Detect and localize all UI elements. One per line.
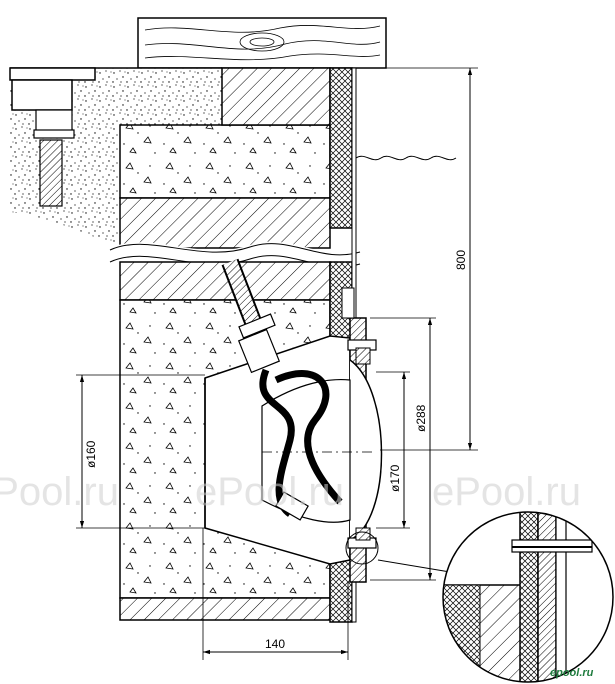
dimension-140: 140 [202, 528, 349, 660]
dim-800-label: 800 [454, 250, 468, 270]
power-cable [221, 258, 343, 521]
watermark-left: ePool.ru [0, 470, 119, 514]
mounting-bolts [345, 339, 451, 573]
water-surface [355, 155, 457, 161]
dim-140-label: 140 [265, 637, 285, 651]
watermark-right: ePool.ru [432, 470, 581, 514]
dimension-170: ø170 [376, 371, 410, 529]
detail-view [442, 511, 614, 683]
junction-box [9, 67, 96, 207]
watermark-center: ePool.ru [195, 470, 344, 514]
concrete-wall-upper [119, 67, 331, 249]
wooden-coping [137, 17, 387, 69]
dimension-160: ø160 [76, 374, 205, 529]
dim-288-label: ø288 [414, 404, 428, 432]
dim-160-label: ø160 [84, 440, 98, 468]
dim-170-label: ø170 [388, 464, 402, 492]
dimension-800: 800 [360, 67, 478, 451]
dimension-288: ø288 [370, 317, 436, 581]
brand-logo: epool.ru [550, 667, 594, 679]
